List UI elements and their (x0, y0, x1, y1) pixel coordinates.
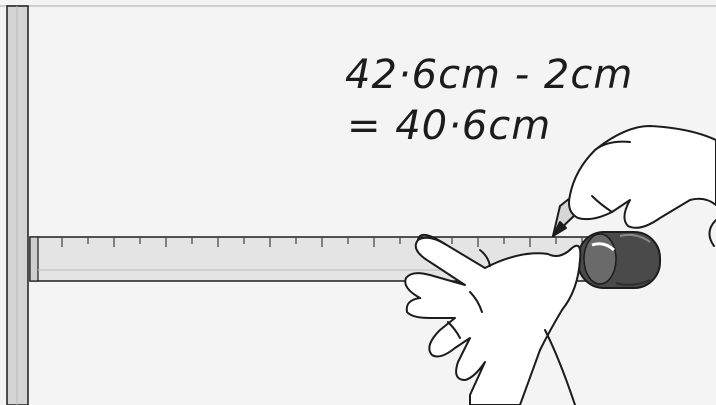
measurement-note-line-2: = 40·6cm (347, 103, 552, 149)
measurement-note-line-1: 42·6cm - 2cm (345, 52, 634, 98)
left-hand-icon (404, 233, 582, 405)
right-hand-pencil-icon (552, 125, 716, 247)
tape-measure-case-icon (577, 231, 661, 289)
